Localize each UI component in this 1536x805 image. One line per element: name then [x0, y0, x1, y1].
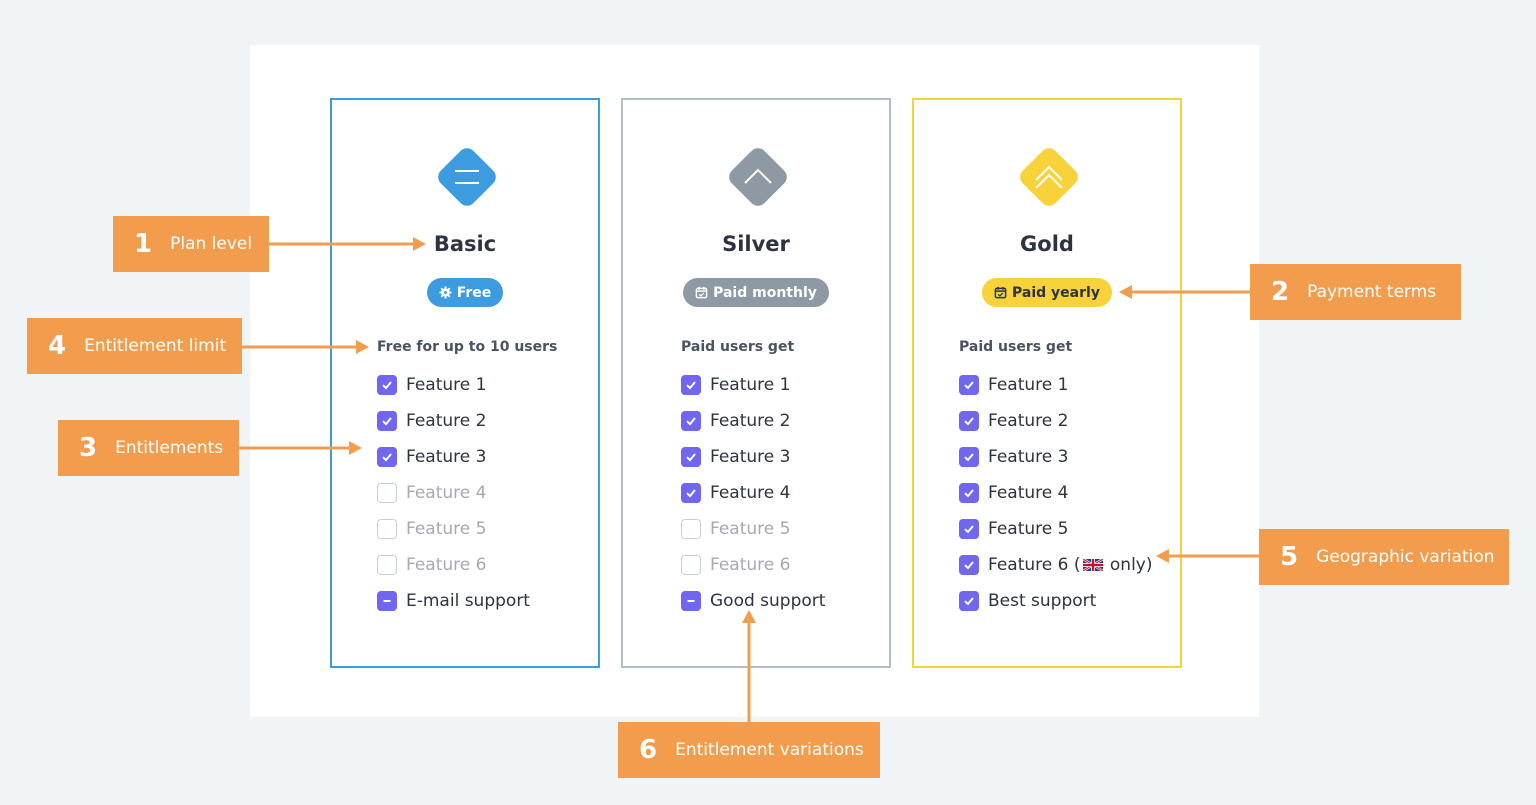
feature-item: Feature 5 — [681, 511, 825, 547]
equals-icon — [434, 144, 500, 210]
checkbox-checked-icon — [377, 375, 397, 395]
feature-item: Feature 2 — [681, 403, 825, 439]
feature-item: Feature 1 — [959, 367, 1153, 403]
feature-list: Feature 1 Feature 2 Feature 3 Feature 4 … — [959, 367, 1153, 619]
checkbox-checked-icon — [959, 375, 979, 395]
feature-item: Feature 3 — [959, 439, 1153, 475]
checkbox-checked-icon — [681, 375, 701, 395]
plan-subhead: Free for up to 10 users — [377, 339, 558, 355]
badge-label: Paid yearly — [1012, 284, 1100, 301]
checkbox-checked-icon — [959, 519, 979, 539]
plan-name: Silver — [722, 232, 790, 256]
checkbox-partial-icon — [681, 591, 701, 611]
badge-label: Paid monthly — [713, 284, 817, 301]
checkbox-checked-icon — [681, 447, 701, 467]
feature-item: Feature 6 — [681, 547, 825, 583]
payment-badge: Free — [426, 278, 504, 307]
feature-item: Good support — [681, 583, 825, 619]
feature-list: Feature 1 Feature 2 Feature 3 Feature 4 … — [681, 367, 825, 619]
callout-plan-level: 1 Plan level — [113, 216, 269, 272]
callout-entitlement-limit: 4 Entitlement limit — [27, 318, 242, 374]
callout-entitlement-variations: 6 Entitlement variations — [618, 722, 880, 778]
gear-icon — [439, 286, 452, 299]
feature-list: Feature 1 Feature 2 Feature 3 Feature 4 … — [377, 367, 530, 619]
feature-item: E-mail support — [377, 583, 530, 619]
feature-item: Best support — [959, 583, 1153, 619]
callout-geographic-variation: 5 Geographic variation — [1259, 529, 1509, 585]
plan-card-basic: Basic Free Free for up to 10 users Featu… — [330, 98, 600, 668]
checkbox-checked-icon — [377, 411, 397, 431]
payment-badge: Paid monthly — [683, 278, 829, 307]
feature-item: Feature 3 — [681, 439, 825, 475]
calendar-icon — [994, 286, 1007, 299]
feature-item: Feature 2 — [377, 403, 530, 439]
feature-item: Feature 4 — [377, 475, 530, 511]
plan-subhead: Paid users get — [681, 339, 795, 355]
checkbox-empty-icon — [681, 519, 701, 539]
feature-item: Feature 4 — [959, 475, 1153, 511]
callout-payment-terms: 2 Payment terms — [1250, 264, 1461, 320]
feature-item: Feature 5 — [377, 511, 530, 547]
feature-item: Feature 2 — [959, 403, 1153, 439]
plan-subhead: Paid users get — [959, 339, 1073, 355]
checkbox-empty-icon — [377, 483, 397, 503]
plan-name: Gold — [1020, 232, 1074, 256]
feature-item: Feature 4 — [681, 475, 825, 511]
checkbox-empty-icon — [377, 555, 397, 575]
uk-flag-icon — [1082, 559, 1103, 571]
checkbox-empty-icon — [681, 555, 701, 575]
feature-item: Feature 1 — [377, 367, 530, 403]
plan-card-silver: Silver Paid monthly Paid users get Featu… — [621, 98, 891, 668]
checkbox-checked-icon — [681, 411, 701, 431]
feature-item: Feature 6 — [377, 547, 530, 583]
plan-card-gold: Gold Paid yearly Paid users get Feature … — [912, 98, 1182, 668]
calendar-icon — [695, 286, 708, 299]
feature-item: Feature 5 — [959, 511, 1153, 547]
checkbox-checked-icon — [681, 483, 701, 503]
checkbox-checked-icon — [959, 483, 979, 503]
checkbox-checked-icon — [377, 447, 397, 467]
checkbox-partial-icon — [377, 591, 397, 611]
checkbox-empty-icon — [377, 519, 397, 539]
callout-entitlements: 3 Entitlements — [58, 420, 239, 476]
checkbox-checked-icon — [959, 555, 979, 575]
plan-name: Basic — [433, 232, 497, 256]
feature-item: Feature 3 — [377, 439, 530, 475]
feature-item: Feature 6 ( only) — [959, 547, 1153, 583]
checkbox-checked-icon — [959, 591, 979, 611]
chevron-up-icon — [725, 144, 791, 210]
feature-item: Feature 1 — [681, 367, 825, 403]
badge-label: Free — [456, 284, 492, 301]
double-chevron-up-icon — [1016, 144, 1082, 210]
checkbox-checked-icon — [959, 447, 979, 467]
checkbox-checked-icon — [959, 411, 979, 431]
payment-badge: Paid yearly — [982, 278, 1112, 307]
